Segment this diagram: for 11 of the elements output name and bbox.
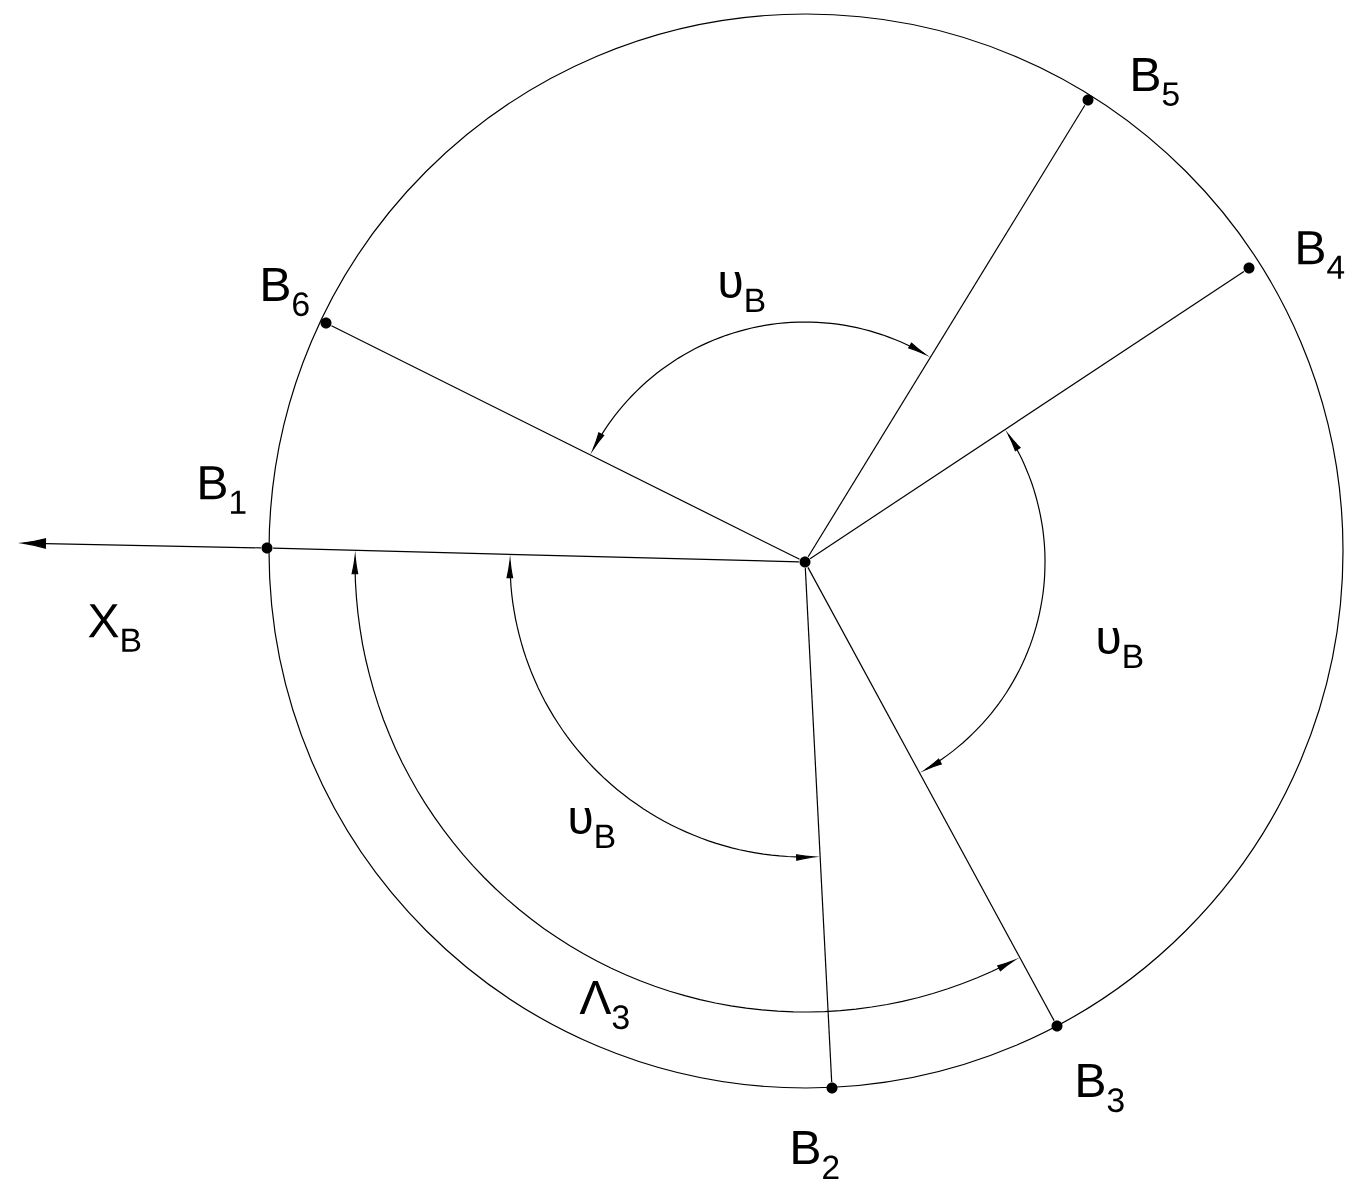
point-label: B$_{3}$: [1051, 1020, 1124, 1113]
radius-line: [807, 104, 1086, 558]
point-label: B$_{2}$: [793, 1082, 839, 1179]
angle-label: X$_{B}$: [88, 604, 141, 652]
point-label: B$_{6}$: [263, 267, 332, 329]
angle-label: υ$_{B}$: [1098, 628, 1143, 668]
point-label: B$_{4}$: [1243, 231, 1345, 279]
radius-line: [809, 270, 1245, 560]
angle-label: υ$_{B}$: [720, 272, 765, 312]
point-label: B$_{5}$: [1082, 58, 1179, 106]
point-label: B$_{1}$: [200, 466, 273, 554]
